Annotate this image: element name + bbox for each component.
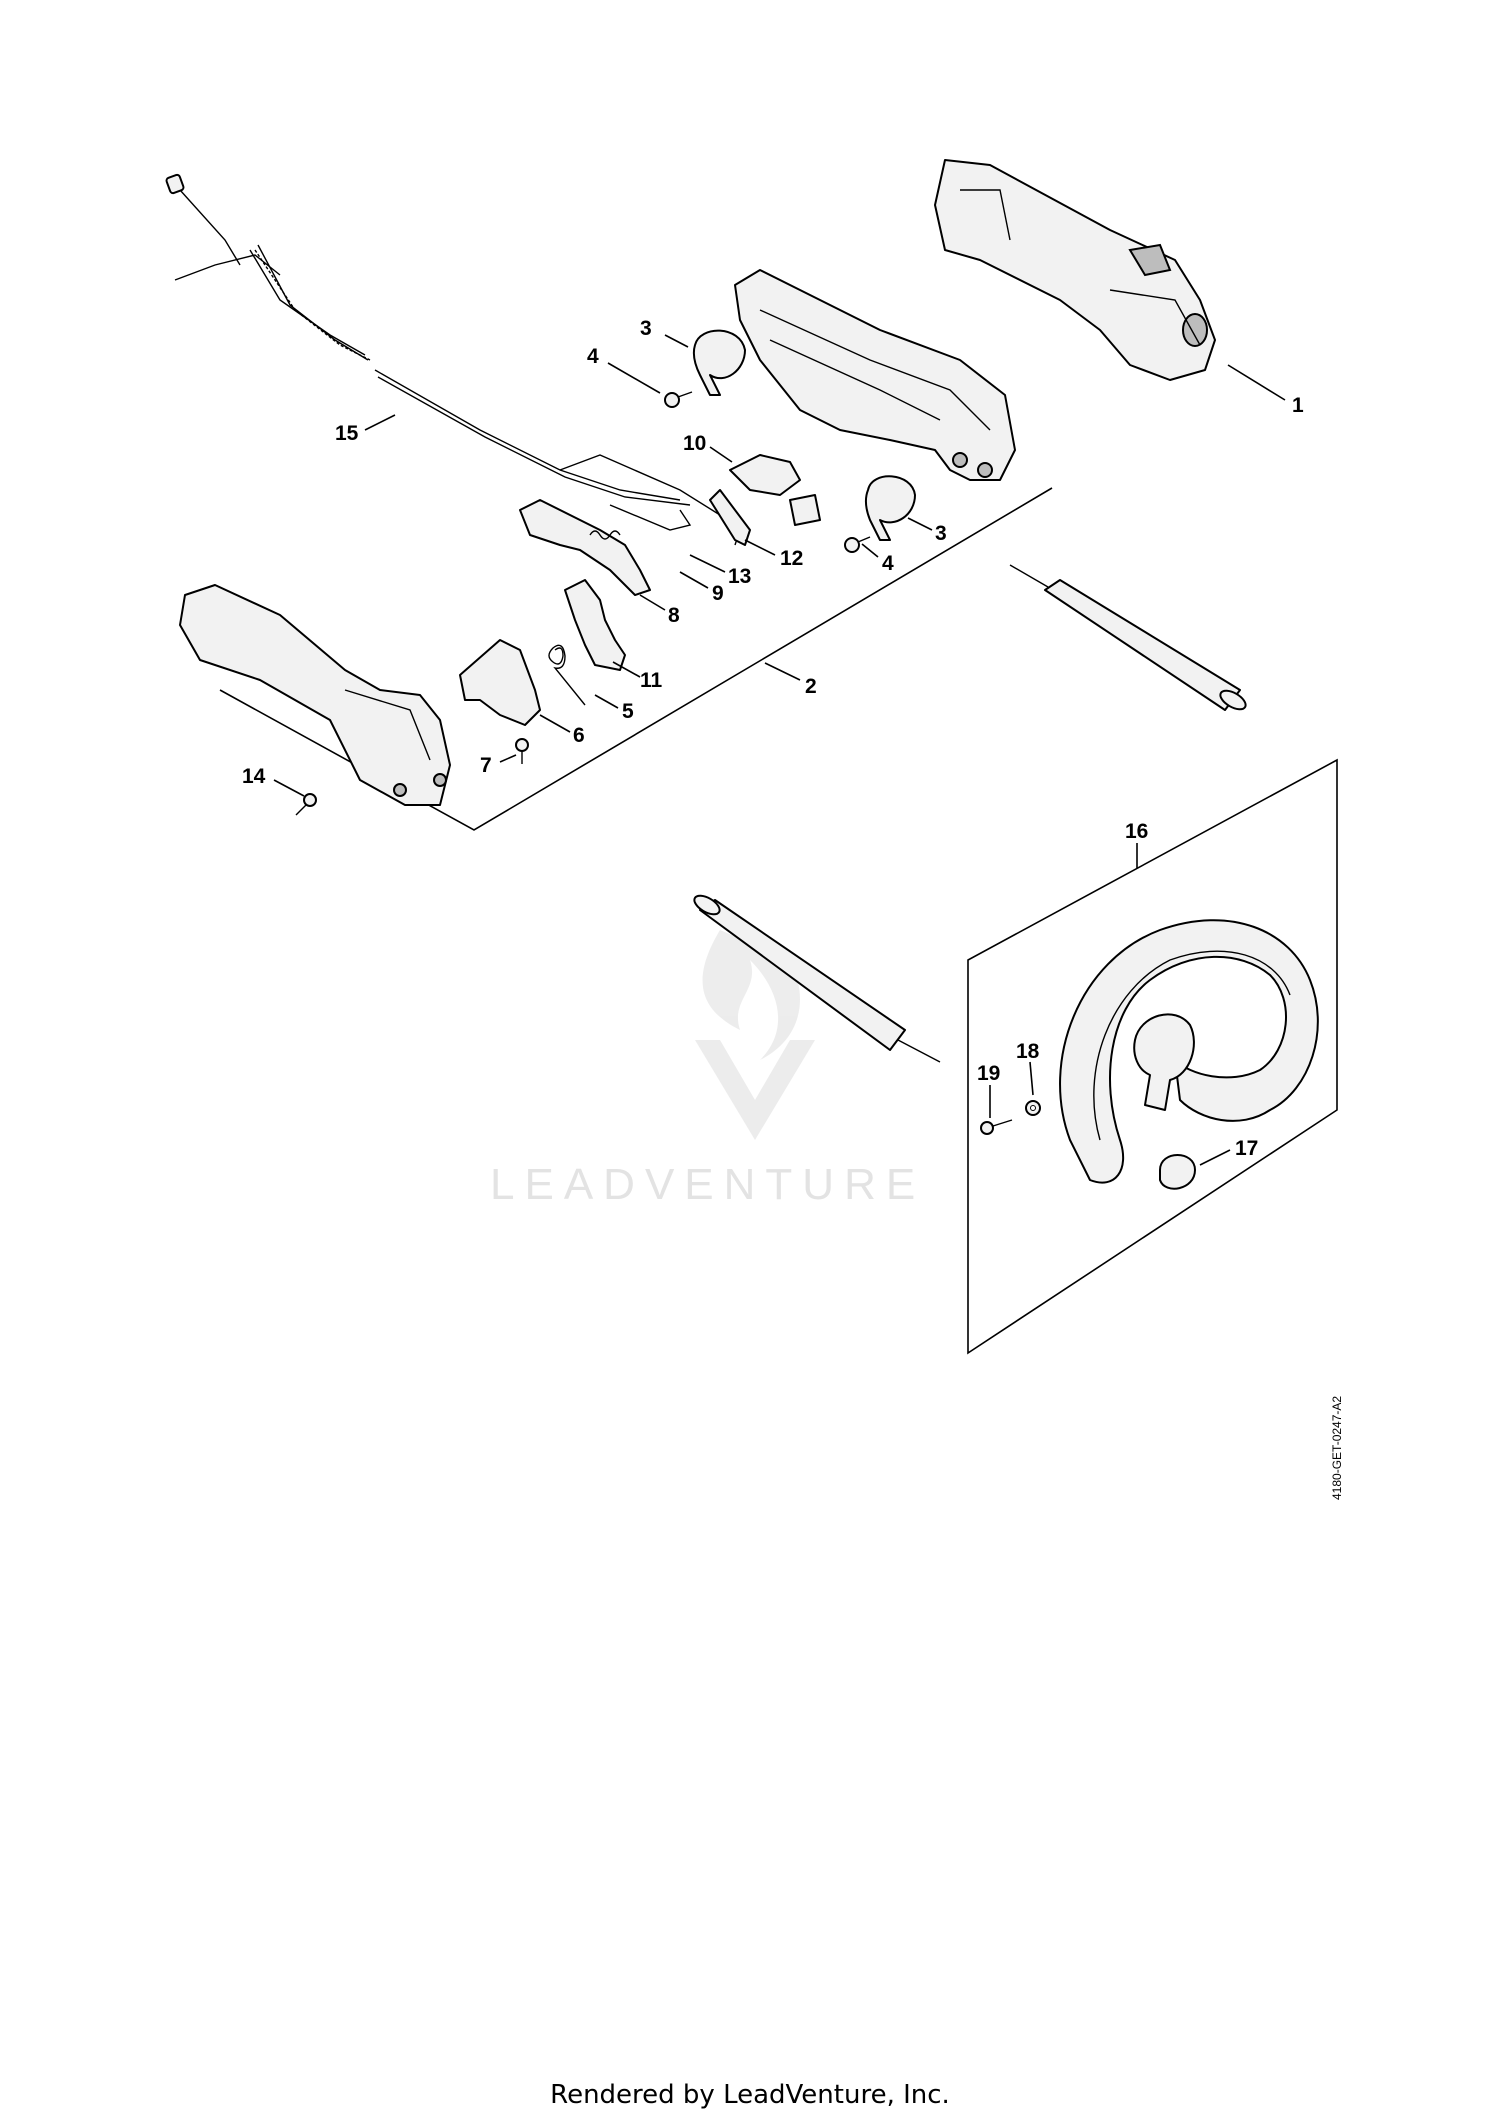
throttle-lever — [609, 504, 692, 531]
callout-2: 2 — [805, 675, 817, 698]
callout-14: 14 — [242, 765, 266, 788]
handle-shell-upper — [734, 269, 1016, 481]
cable-harness — [165, 173, 741, 546]
screw-lower — [844, 536, 871, 553]
leader-6 — [539, 714, 571, 733]
callout-3a: 3 — [640, 317, 652, 340]
screw-housing — [295, 793, 317, 816]
leader-13 — [689, 554, 726, 573]
washer — [1025, 1100, 1041, 1116]
callout-7: 7 — [480, 754, 492, 777]
cable-clip — [709, 489, 751, 546]
loop-clamp — [1159, 1154, 1196, 1190]
callout-18: 18 — [1016, 1040, 1040, 1063]
handle-shell-lower — [179, 584, 451, 806]
callout-4b: 4 — [882, 552, 894, 575]
document-code: 4180-GET-0247-A2 — [1330, 1395, 1344, 1500]
clamp-upper — [692, 329, 746, 396]
leader-14 — [273, 779, 305, 797]
torsion-spring-small — [589, 530, 621, 540]
loop-handle — [1059, 919, 1319, 1184]
callout-1: 1 — [1292, 394, 1304, 417]
leader-9 — [679, 571, 709, 589]
screw-loop — [980, 1119, 1013, 1135]
leader-3b — [907, 517, 933, 531]
callout-5: 5 — [622, 700, 634, 723]
callout-8: 8 — [668, 604, 680, 627]
callout-11: 11 — [640, 669, 663, 692]
throttle-trigger — [519, 499, 651, 596]
drive-tube-lower — [693, 894, 941, 1063]
callout-4a: 4 — [587, 345, 599, 368]
callout-17: 17 — [1235, 1137, 1258, 1160]
leader-3a — [664, 334, 689, 348]
screw-upper — [664, 391, 693, 408]
leader-2 — [764, 662, 801, 681]
leader-4b — [861, 543, 879, 558]
slide-button — [729, 454, 821, 526]
callout-15: 15 — [335, 422, 359, 445]
assembly-frame-16 — [967, 758, 1338, 1355]
drive-tube-upper — [1009, 564, 1247, 711]
leader-12 — [744, 539, 776, 556]
leader-17 — [1199, 1149, 1231, 1166]
leader-10 — [709, 446, 733, 463]
callout-13: 13 — [728, 565, 751, 588]
stop-switch — [459, 639, 541, 726]
leader-4a — [607, 362, 661, 394]
leader-7 — [499, 754, 517, 763]
leader-11 — [612, 661, 641, 678]
callout-6: 6 — [573, 724, 585, 747]
callout-19: 19 — [977, 1062, 1000, 1085]
assembly-frame-2 — [219, 487, 1053, 831]
clamp-lower — [864, 475, 916, 541]
footer-credit: Rendered by LeadVenture, Inc. — [550, 2080, 950, 2110]
handle-housing-top — [934, 159, 1216, 381]
callout-9: 9 — [712, 582, 724, 605]
leader-8 — [639, 594, 666, 611]
leader-1 — [1227, 364, 1286, 401]
leader-15 — [364, 414, 396, 431]
callout-leaders — [273, 334, 1286, 1166]
torsion-spring — [548, 644, 586, 706]
callout-3b: 3 — [935, 522, 947, 545]
callout-10: 10 — [683, 432, 706, 455]
callout-labels: 1 2 3 3 4 4 5 6 7 8 9 10 11 12 13 14 15 … — [242, 317, 1304, 1160]
watermark-text: LEADVENTURE — [490, 1160, 926, 1209]
screw-switch — [515, 738, 529, 764]
callout-12: 12 — [780, 547, 803, 570]
callout-16: 16 — [1125, 820, 1148, 843]
leader-18 — [1029, 1061, 1034, 1096]
trigger-lockout — [564, 579, 626, 671]
leader-5 — [594, 694, 619, 709]
